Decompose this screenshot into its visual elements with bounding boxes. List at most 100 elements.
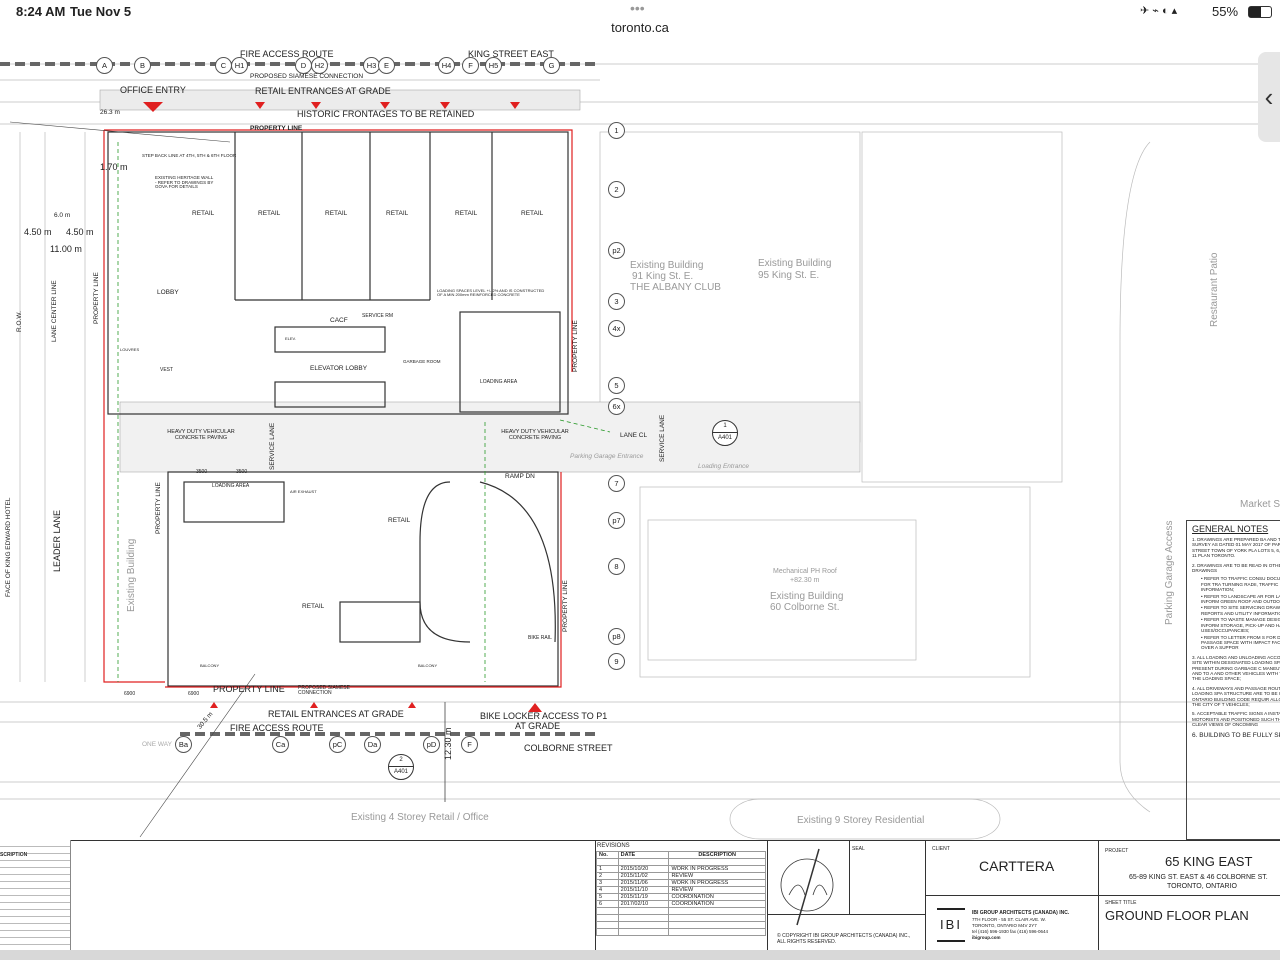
label-paving-west: HEAVY DUTY VEHICULAR CONCRETE PAVING [167,429,235,441]
section-marker[interactable]: 2 A401 [388,754,414,780]
grid-bubble: D [295,57,312,74]
general-note: • REFER TO WASTE MANAGE DESIGN BRIEF FOR… [1201,617,1280,634]
divider [767,914,925,915]
section-marker[interactable]: 1 A401 [712,420,738,446]
label-fire-access-route-top: FIRE ACCESS ROUTE [240,49,334,59]
section-number: 1 [713,421,737,433]
dimension: 6900 [124,691,136,697]
sidebar-toggle-button[interactable]: ‹ [1258,52,1280,142]
general-notes-panel: GENERAL NOTES 1. DRAWINGS ARE PREPARED B… [1186,520,1280,840]
divider [849,840,850,914]
label-louvres: LOUVRES [120,347,140,352]
room-retail-south: RETAIL [388,517,411,524]
room-cacf: CACF [330,317,348,324]
bottom-toolbar-edge [0,950,1280,960]
general-note: 6. BUILDING TO BE FULLY SPRINK [1192,731,1280,740]
context-60-colborne: 60 Colborne St. [770,602,840,613]
label-elev: ELEV. [285,336,296,341]
rev-no: 2 [596,872,619,880]
copyright: © COPYRIGHT IBI GROUP ARCHITECTS (CANADA… [777,933,911,939]
grid-bubble: F [462,57,479,74]
seal-label: SEAL [852,846,865,852]
context-mech-roof: Mechanical PH Roof [773,568,837,575]
rev-no: 3 [596,879,619,887]
architect-address: 7TH FLOOR - 55 ST. CLAIR AVE. W. [972,917,1046,922]
room-garbage: GARBAGE ROOM [403,359,441,364]
label-property-line-vertical: PROPERTY LINE [93,272,100,324]
label-property-line-vertical: PROPERTY LINE [155,482,162,534]
ios-status-bar: 8:24 AM Tue Nov 5 ••• ✈ ⌁ ◐ ▴ 55% [0,0,1280,24]
rev-date: 2015/11/10 [617,886,670,894]
dimension: 3500 [236,469,248,475]
grid-bubble: pD [423,736,440,753]
battery-percent: 55% [1212,4,1239,19]
ibi-logo: IBI [937,908,965,942]
rev-date: 2015/10/20 [617,865,670,873]
grid-bubble: 2 [608,181,625,198]
label-stepback: STEP BACK LINE AT 4TH, 5TH & 6TH FLOOR [142,153,237,158]
sheet-title-label: SHEET TITLE [1105,900,1137,906]
grid-bubble: H5 [485,57,502,74]
label-retail-entrances-top: RETAIL ENTRANCES AT GRADE [255,86,391,96]
general-note: 2. DRAWINGS ARE TO BE READ IN OTHER CONS… [1192,562,1280,574]
divider [925,895,1280,896]
label-one-way: ONE WAY [142,741,172,748]
grid-bubble: 6x [608,398,625,415]
room-elevator-lobby: ELEVATOR LOBBY [310,365,368,372]
battery-icon [1248,6,1272,18]
grid-bubble: B [134,57,151,74]
label-fire-access-route-bottom: FIRE ACCESS ROUTE [230,723,324,733]
address-bar[interactable]: toronto.ca [0,20,1280,42]
grid-bubble: Ca [272,736,289,753]
label-retail-entrances-bottom: RETAIL ENTRANCES AT GRADE [268,709,404,719]
architect-name: IBI GROUP ARCHITECTS (CANADA) INC. [972,910,1070,916]
label-balcony: BALCONY [200,663,220,668]
client-name: CARTTERA [979,858,1055,874]
room-lobby: LOBBY [157,289,179,296]
status-date: Tue Nov 5 [70,4,132,19]
multitask-dots[interactable]: ••• [630,0,645,16]
label-property-line-bottom: PROPERTY LINE [213,684,285,694]
room-retail: RETAIL [521,210,544,217]
general-note: • REFER TO LANDSCAPE AR FOR LANDSCAPING … [1201,593,1280,605]
context-parking-garage: Parking Garage Access [1164,520,1175,626]
label-siamese-bottom: PROPOSED SIAMESE CONNECTION [298,685,350,696]
grid-bubble: p2 [608,242,625,259]
section-sheet: A401 [393,769,408,775]
divider [767,840,768,950]
grid-bubble: 5 [608,377,625,394]
rev-desc: COORDINATION [668,900,766,908]
rev-date: 2015/11/02 [617,872,670,880]
context-retail-office: Existing 4 Storey Retail / Office [351,812,489,823]
general-notes-title: GENERAL NOTES [1192,524,1269,534]
note-loading-spaces: LOADING SPACES LEVEL +/- 2% AND IS CONST… [437,288,545,297]
label-historic-frontages: HISTORIC FRONTAGES TO BE RETAINED [297,109,475,119]
general-note: • REFER TO TRAFFIC CONSU DOCUMENTATION F… [1201,576,1280,593]
label-property-line-vertical: PROPERTY LINE [572,320,579,372]
grid-bubble: 1 [608,122,625,139]
label-air-exhaust: AIR EXHAUST [290,489,317,494]
url-text[interactable]: toronto.ca [611,20,669,35]
rev-date: 2015/11/19 [617,893,670,901]
section-number: 2 [389,755,413,767]
project-address: 65-89 KING ST. EAST & 46 COLBORNE ST. [1129,874,1268,881]
grid-bubble: H3 [363,57,380,74]
label-property-line-top: PROPERTY LINE [250,125,303,132]
architect-phone: tel (416) 596-1930 fax (416) 596-0644 [972,929,1049,934]
section-sheet: A401 [717,435,732,441]
sheet-title: GROUND FLOOR PLAN [1105,908,1249,923]
context-95-king: 95 King St. E. [758,270,820,281]
client-label: CLIENT [932,846,950,852]
dimension: 12.30 m [443,727,453,760]
label-bike-locker: AT GRADE [515,721,561,731]
label-bike-rail: BIKE RAIL [528,635,552,641]
grid-bubble: C [215,57,232,74]
grid-bubble: pC [329,736,346,753]
general-note: 4. ALL DRIVEWAYS AND PASSAGE ROUTE AND T… [1192,685,1280,707]
room-loading-area-south: LOADING AREA [212,483,250,489]
